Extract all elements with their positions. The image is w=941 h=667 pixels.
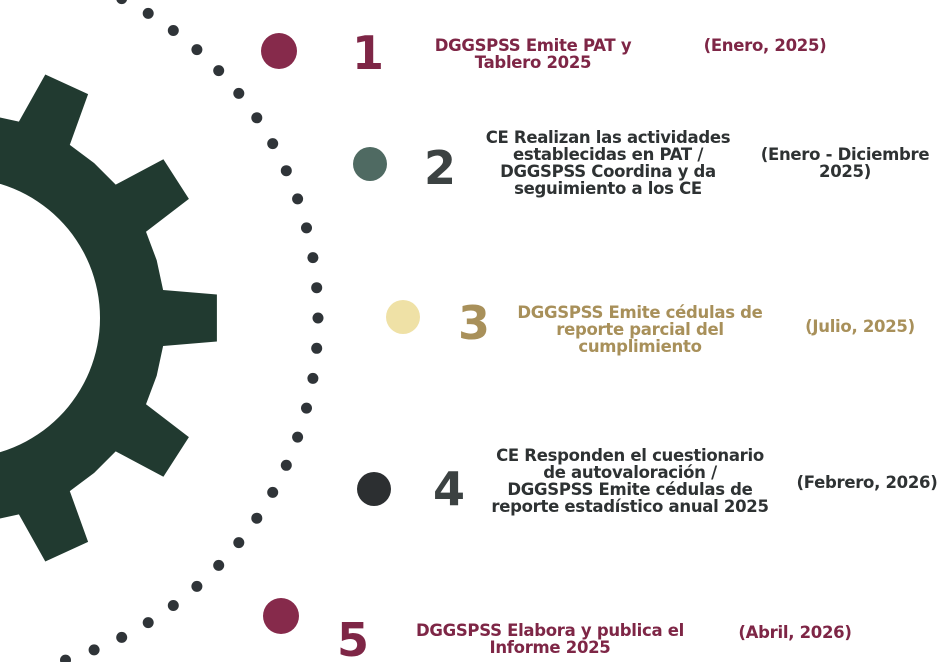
orbit-dot	[251, 112, 263, 124]
step-5-dot	[263, 598, 299, 634]
orbit-dot	[88, 644, 100, 656]
orbit-dot	[311, 282, 323, 294]
orbit-dot	[142, 7, 154, 19]
step-4-date: (Febrero, 2026)	[796, 473, 938, 492]
orbit-dot	[233, 87, 245, 99]
orbit-dot	[280, 165, 292, 177]
step-4-dot	[357, 472, 391, 506]
step-3-dot	[386, 300, 420, 334]
step-1-text: DGGSPSS Emite PAT y Tablero 2025	[434, 36, 632, 72]
orbit-dot	[60, 654, 71, 662]
step-5-date: (Abril, 2026)	[738, 623, 852, 642]
step-1-number: 1	[352, 26, 385, 80]
orbit-dot	[191, 44, 203, 56]
orbit-dot	[292, 193, 304, 205]
step-1-dot	[261, 33, 297, 69]
orbit-dot	[307, 252, 319, 264]
step-5-number: 5	[337, 613, 370, 667]
orbit-dotted-arc	[60, 0, 324, 662]
orbit-dot	[292, 431, 304, 443]
step-4-text: CE Responden el cuestionario de autovalo…	[491, 446, 769, 516]
step-4-number: 4	[433, 462, 466, 516]
orbit-dot	[142, 617, 154, 629]
orbit-dot	[116, 631, 128, 643]
step-2-text: CE Realizan las actividades establecidas…	[485, 128, 731, 198]
orbit-dot	[116, 0, 128, 5]
orbit-dot	[301, 222, 312, 234]
orbit-dot	[280, 459, 292, 471]
orbit-dot	[311, 342, 323, 354]
orbit-dot	[267, 486, 279, 498]
step-5-text: DGGSPSS Elabora y publica el Informe 202…	[415, 621, 685, 657]
gear-icon	[0, 74, 217, 562]
step-3-text: DGGSPSS Emite cédulas de reporte parcial…	[517, 303, 763, 356]
orbit-dot	[213, 559, 225, 571]
orbit-dot	[267, 138, 279, 150]
orbit-dot	[167, 600, 179, 611]
step-3-number: 3	[458, 296, 491, 350]
step-3-date: (Julio, 2025)	[805, 317, 915, 336]
orbit-dot	[167, 25, 179, 36]
orbit-dot	[312, 312, 324, 324]
step-2-dot	[353, 147, 387, 181]
step-2-date: (Enero - Diciembre 2025)	[760, 145, 930, 181]
orbit-dot	[213, 65, 225, 77]
orbit-dot	[301, 402, 312, 414]
orbit-dot	[233, 537, 245, 549]
orbit-dot	[191, 580, 203, 592]
step-1-date: (Enero, 2025)	[703, 36, 827, 55]
orbit-dot	[307, 372, 319, 384]
orbit-dot	[251, 512, 263, 524]
step-2-number: 2	[424, 141, 457, 195]
